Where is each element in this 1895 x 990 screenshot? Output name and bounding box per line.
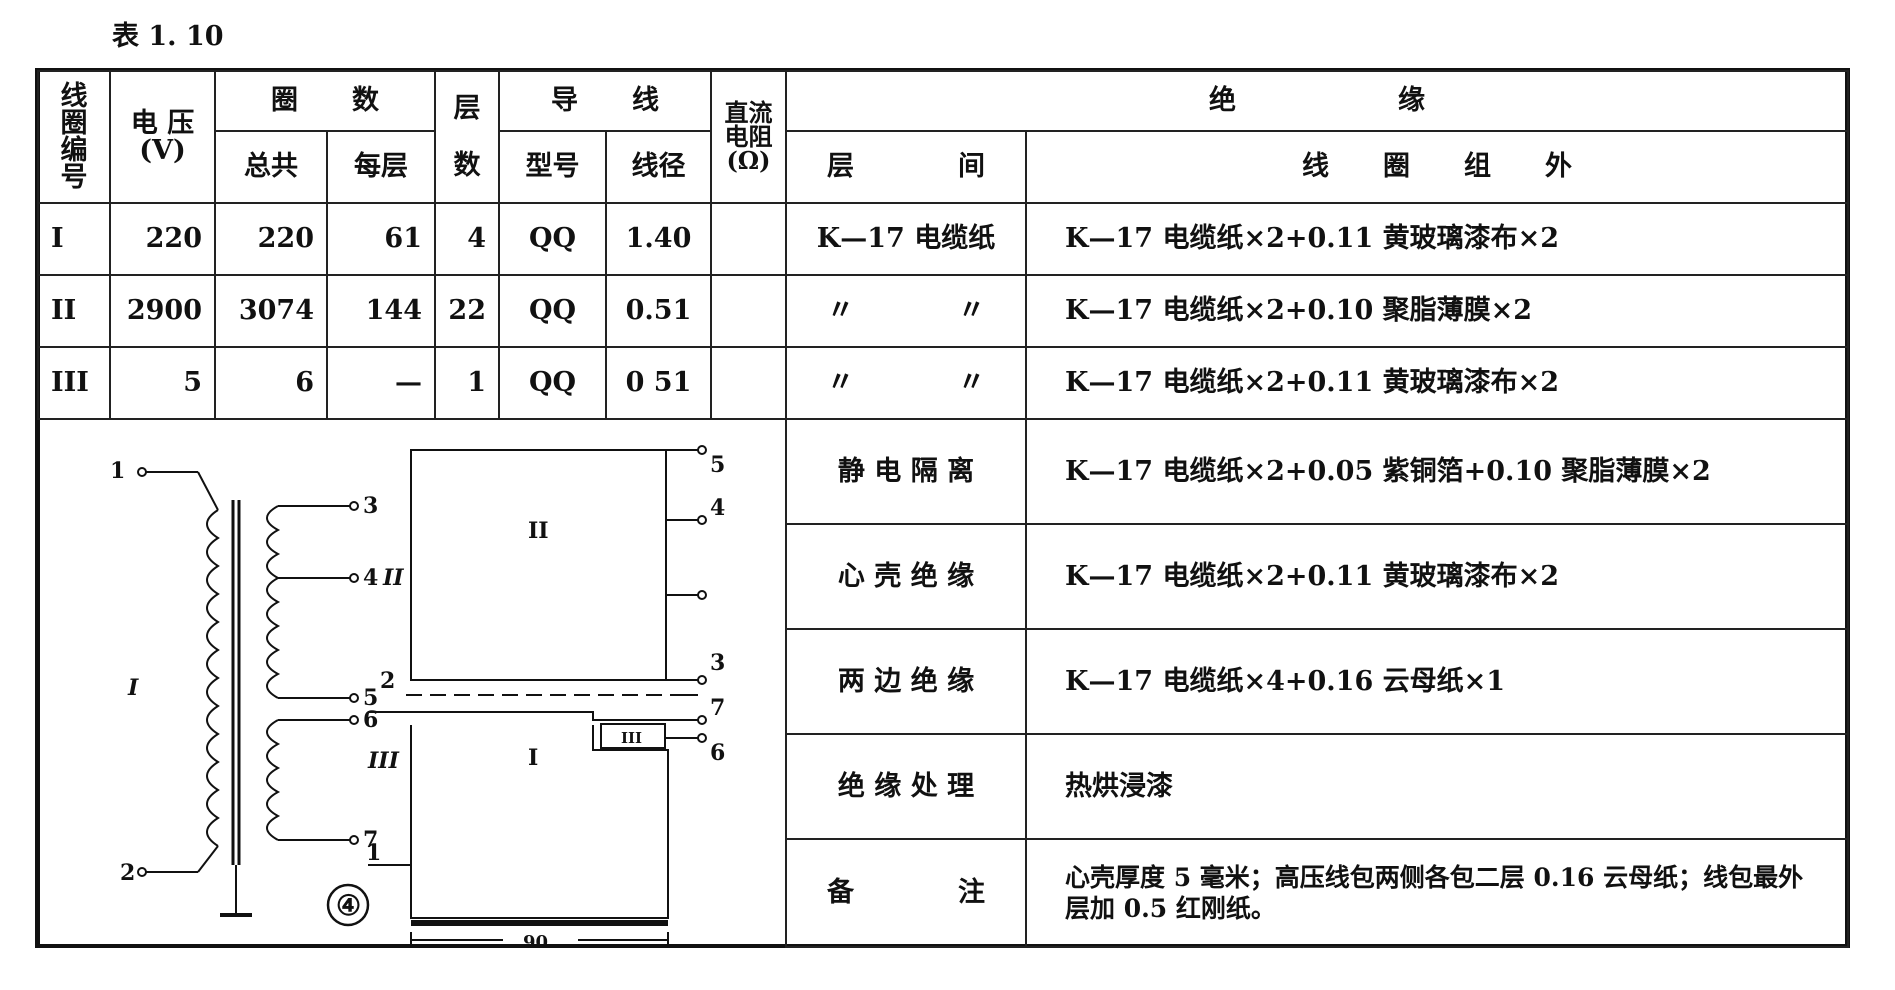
coil-label: II	[382, 565, 404, 591]
header-voltage: 电 压 (V)	[109, 70, 216, 204]
header-turns-per-layer: 每层	[326, 130, 436, 204]
table-row: 1 2 3 4 5 6 7 5 4 3 7 6 2 1 I II III	[38, 418, 1849, 947]
row-value: K—17 电缆纸×4+0.16 云母纸×1	[1025, 628, 1849, 735]
pin-label: 4	[363, 565, 378, 591]
pin-label: 1	[110, 458, 125, 484]
table-row: 绝 缘 处 理 热烘浸漆	[38, 733, 1849, 840]
row-label: 静 电 隔 离	[785, 418, 1027, 525]
cell-turns-total: 6	[214, 346, 328, 420]
pin-label: 2	[120, 860, 135, 886]
table-row: 两 边 绝 缘 K—17 电缆纸×4+0.16 云母纸×1	[38, 628, 1849, 735]
row-label: 备注	[785, 838, 1027, 948]
cell-dc-resistance	[710, 202, 787, 276]
header-turns-total: 总共	[214, 130, 328, 204]
coil-label: I	[127, 675, 139, 701]
cell-coil-outer: K—17 电缆纸×2+0.10 聚脂薄膜×2	[1025, 274, 1849, 348]
cell-coil-outer: K—17 电缆纸×2+0.11 黄玻璃漆布×2	[1025, 202, 1849, 276]
row-value: K—17 电缆纸×2+0.05 紫铜箔+0.10 聚脂薄膜×2	[1025, 418, 1849, 525]
cell-wire-diameter: 1.40	[605, 202, 712, 276]
transformer-schematic: 1 2 3 4 5 6 7 5 4 3 7 6 2 1 I II III	[110, 445, 725, 947]
coil-label: III	[621, 729, 642, 747]
header-insulation: 绝 缘	[785, 70, 1849, 132]
row-value: K—17 电缆纸×2+0.11 黄玻璃漆布×2	[1025, 523, 1849, 630]
cell-dc-resistance	[710, 274, 787, 348]
cell-coil-outer: K—17 电缆纸×2+0.11 黄玻璃漆布×2	[1025, 346, 1849, 420]
cell-voltage: 5	[109, 346, 216, 420]
table-row: 备注 心壳厚度 5 毫米；高压线包两侧各包二层 0.16 云母纸；线包最外层加 …	[38, 838, 1849, 948]
header-layers: 层 数	[434, 70, 500, 204]
cell-voltage: 2900	[109, 274, 216, 348]
cell-turns-per-layer: —	[326, 346, 436, 420]
pin-label: 6	[363, 707, 378, 733]
table-row: III 5 6 — 1 QQ 0 51 〃〃 K—17 电缆纸×2+0.11 黄…	[37, 346, 1849, 420]
pin-label: 4	[710, 495, 725, 521]
cell-coil: II	[37, 274, 111, 348]
cell-wire-diameter: 0 51	[605, 346, 712, 420]
cell-layers: 1	[434, 346, 500, 420]
winding-spec-table: 线 圈 编 号 电 压 (V) 圈 数 层 数 导 线 直流 电阻 (Ω) 绝 …	[37, 70, 1849, 948]
cell-turns-total: 3074	[214, 274, 328, 348]
pin-label: 7	[363, 827, 378, 853]
coil-label: I	[528, 745, 538, 771]
row-label: 心 壳 绝 缘	[785, 523, 1027, 630]
header-coil-no: 线 圈 编 号	[37, 70, 111, 204]
row-label: 绝 缘 处 理	[785, 733, 1027, 840]
coil-label: II	[528, 518, 549, 544]
cell-wire-type: QQ	[498, 274, 607, 348]
cell-coil: III	[37, 346, 111, 420]
row-value: 热烘浸漆	[1025, 733, 1849, 840]
cell-turns-per-layer: 61	[326, 202, 436, 276]
transformer-diagram: 1 2 3 4 5 6 7 5 4 3 7 6 2 1 I II III	[38, 419, 787, 947]
header-dc-resistance: 直流 电阻 (Ω)	[710, 70, 787, 204]
header-wire-type: 型号	[498, 130, 607, 204]
table-row: I 220 220 61 4 QQ 1.40 K—17 电缆纸 K—17 电缆纸…	[37, 202, 1849, 276]
table-row: 心 壳 绝 缘 K—17 电缆纸×2+0.11 黄玻璃漆布×2	[38, 523, 1849, 630]
table-caption: 表 1. 10	[112, 21, 224, 52]
row-value: 心壳厚度 5 毫米；高压线包两侧各包二层 0.16 云母纸；线包最外层加 0.5…	[1025, 838, 1849, 948]
pin-label: 6	[710, 740, 725, 766]
dimension-label: 90	[523, 932, 548, 947]
row-label: 两 边 绝 缘	[785, 628, 1027, 735]
cell-interlayer: K—17 电缆纸	[785, 202, 1027, 276]
pin-label: 3	[363, 493, 378, 519]
pin-label: 1	[366, 840, 381, 866]
cell-layers: 4	[434, 202, 500, 276]
cell-wire-diameter: 0.51	[605, 274, 712, 348]
cell-layers: 22	[434, 274, 500, 348]
header-turns: 圈 数	[214, 70, 436, 132]
cell-voltage: 220	[109, 202, 216, 276]
header-wire-diameter: 线径	[605, 130, 712, 204]
cell-turns-per-layer: 144	[326, 274, 436, 348]
table-row: II 2900 3074 144 22 QQ 0.51 〃〃 K—17 电缆纸×…	[37, 274, 1849, 348]
cell-interlayer: 〃〃	[785, 274, 1027, 348]
header-wire: 导 线	[498, 70, 712, 132]
pin-label: 5	[710, 452, 725, 478]
pin-label: 7	[710, 695, 725, 721]
pin-label: 5	[363, 685, 378, 711]
cell-turns-total: 220	[214, 202, 328, 276]
cell-coil: I	[37, 202, 111, 276]
pin-label: 3	[710, 650, 725, 676]
cell-wire-type: QQ	[498, 202, 607, 276]
cell-interlayer: 〃〃	[785, 346, 1027, 420]
cell-wire-type: QQ	[498, 346, 607, 420]
header-coil-outer: 线 圈 组 外	[1025, 130, 1849, 204]
cell-dc-resistance	[710, 346, 787, 420]
coil-label: III	[367, 748, 400, 774]
pin-label: 2	[380, 668, 395, 694]
header-interlayer: 层间	[785, 130, 1027, 204]
figure-number: ④	[336, 889, 361, 922]
